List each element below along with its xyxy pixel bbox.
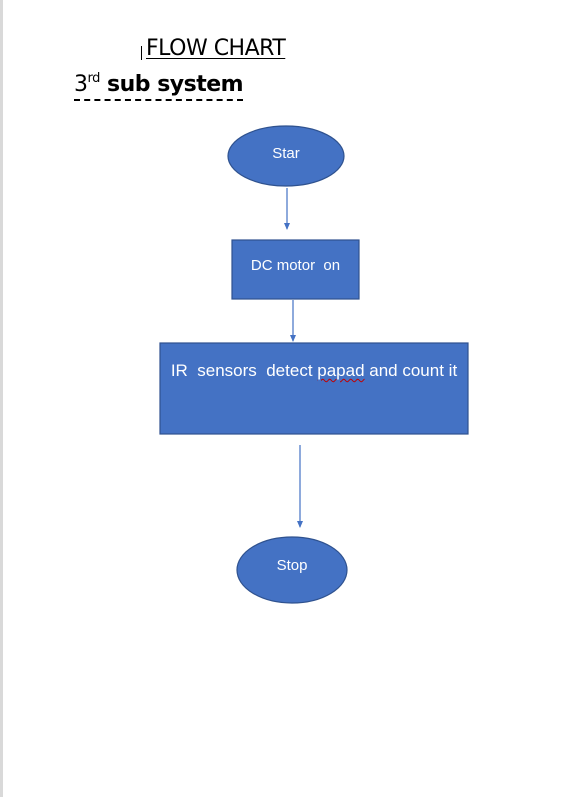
stop-node-ellipse[interactable] [236, 536, 348, 604]
page-left-edge [0, 0, 3, 797]
dc-motor-node-label: DC motor on [250, 256, 341, 274]
ir-sensors-node-rect[interactable] [159, 342, 469, 435]
subtitle-number: 3 [74, 72, 88, 97]
text-cursor [141, 46, 142, 60]
ir-sensors-label-start: IR sensors detect [170, 361, 318, 380]
start-node-label: Star [272, 144, 300, 162]
subtitle-text: sub system [99, 72, 244, 97]
document-title: FLOW CHART [146, 36, 286, 61]
ir-sensors-node-label: IR sensors detect papad and count it [166, 358, 462, 410]
spelling-flagged-word: papad [317, 361, 365, 380]
dc-motor-node-rect[interactable] [231, 239, 360, 300]
subtitle-superscript: rd [87, 71, 101, 86]
ir-sensors-label-end: and count it [364, 361, 458, 380]
document-subtitle: 3rd sub system [74, 71, 244, 101]
stop-node-label: Stop [276, 556, 308, 574]
start-node-ellipse[interactable] [227, 125, 345, 187]
